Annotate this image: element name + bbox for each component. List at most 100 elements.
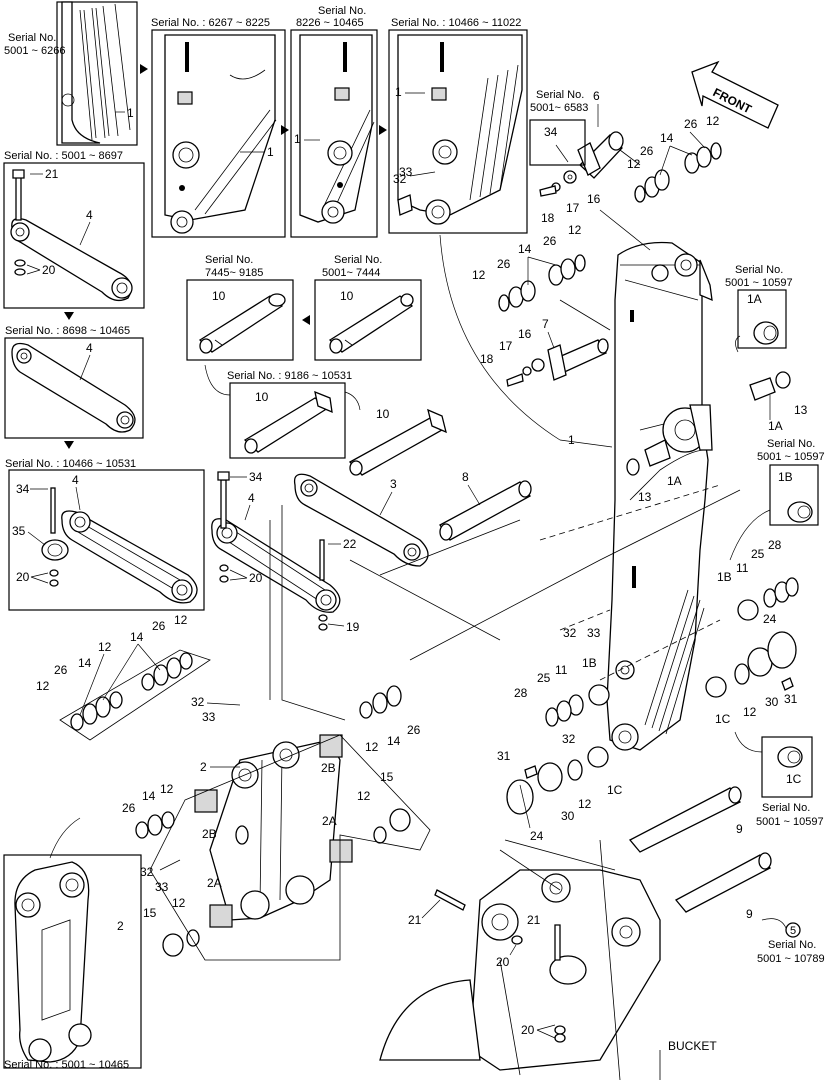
- callout-26: 26: [122, 801, 136, 815]
- callout-10: 10: [376, 407, 390, 421]
- callout-12: 12: [472, 268, 486, 282]
- callout-32: 32: [393, 172, 407, 186]
- callout-11: 11: [736, 561, 749, 575]
- callout-10: 10: [255, 390, 269, 404]
- callout-1a: 1A: [667, 474, 682, 488]
- serial-5001-7444-line1: Serial No.: [334, 254, 382, 266]
- callout-26: 26: [497, 257, 511, 271]
- callout-14: 14: [660, 131, 674, 145]
- callout-28: 28: [514, 686, 528, 700]
- serial-5001-10789-line2: 5001 ~ 10789: [757, 953, 825, 965]
- inset-boom-6267-8225: [151, 29, 286, 238]
- serial-5001-10465: Serial No. : 5001 ~ 10465: [4, 1059, 129, 1071]
- callout-26: 26: [684, 117, 698, 131]
- callout-33: 33: [202, 710, 216, 724]
- callout-1b: 1B: [778, 470, 793, 484]
- callout-13: 13: [794, 403, 808, 417]
- inset-boom-8226-10465: [290, 29, 378, 238]
- arrow-down-1: [64, 312, 74, 320]
- callout-14: 14: [78, 656, 92, 670]
- callout-21: 21: [408, 913, 422, 927]
- callout-14: 14: [518, 242, 532, 256]
- bucket-group: [379, 786, 772, 1080]
- washer-stack-upper-mid: [498, 254, 586, 312]
- callout-1c: 1C: [786, 772, 802, 786]
- callout-20: 20: [16, 570, 30, 584]
- callout-3: 3: [390, 477, 397, 491]
- callout-1: 1: [267, 145, 274, 159]
- callout-12: 12: [365, 740, 379, 754]
- callout-12: 12: [160, 782, 174, 796]
- callout-15: 15: [143, 906, 157, 920]
- bushing-1c-group: [506, 631, 813, 815]
- arrow-right-2: [281, 125, 289, 135]
- callout-2b: 2B: [202, 827, 217, 841]
- callout-34: 34: [249, 470, 263, 484]
- callout-32: 32: [191, 695, 205, 709]
- callout-2: 2: [200, 760, 207, 774]
- washer-stack-top-right: [634, 142, 722, 203]
- callout-31: 31: [784, 692, 798, 706]
- washer-stack-center-right: [359, 685, 402, 719]
- callout-25: 25: [537, 671, 551, 685]
- callout-1c: 1C: [715, 712, 731, 726]
- callout-16: 16: [518, 327, 532, 341]
- callout-2b: 2B: [321, 761, 336, 775]
- callout-14: 14: [387, 734, 401, 748]
- callout-8: 8: [462, 470, 469, 484]
- callout-26: 26: [152, 619, 166, 633]
- callout-2a: 2A: [207, 876, 222, 890]
- callout-12: 12: [98, 640, 112, 654]
- serial-7445-9185-line1: Serial No.: [205, 254, 253, 266]
- ref-circle: [785, 922, 801, 938]
- callout-4: 4: [248, 491, 255, 505]
- inset-link-8698-10465: [4, 337, 144, 439]
- callout-14: 14: [142, 789, 156, 803]
- callout-18: 18: [541, 211, 555, 225]
- serial-5001-6583-line1: Serial No.: [536, 89, 584, 101]
- callout-12: 12: [36, 679, 50, 693]
- arrow-down-2: [64, 441, 74, 449]
- callout-31: 31: [497, 749, 511, 763]
- serial-5001-10789-line1: Serial No.: [768, 939, 816, 951]
- callout-32: 32: [563, 626, 577, 640]
- callout-22: 22: [343, 537, 357, 551]
- callout-1b: 1B: [582, 656, 597, 670]
- callout-12: 12: [174, 613, 188, 627]
- callout-33: 33: [155, 880, 169, 894]
- callout-19: 19: [346, 620, 360, 634]
- serial-8226-10465-line2: 8226 ~ 10465: [296, 17, 364, 29]
- serial-1c-line1: Serial No.: [762, 802, 810, 814]
- link-3-center: [293, 473, 429, 567]
- callout-26: 26: [407, 723, 421, 737]
- callout-26: 26: [54, 663, 68, 677]
- pin-10-center: [348, 408, 447, 476]
- callout-4: 4: [86, 208, 93, 222]
- serial-1b-line2: 5001 ~ 10597: [757, 451, 825, 463]
- serial-1c-line2: 5001 ~ 10597: [756, 816, 824, 828]
- pin-6-group: [529, 119, 624, 197]
- serial-7445-9185-line2: 7445~ 9185: [205, 267, 263, 279]
- callout-15: 15: [380, 770, 394, 784]
- callout-4: 4: [72, 473, 79, 487]
- callout-17: 17: [499, 339, 513, 353]
- inset-pin-5001-7444: [314, 279, 422, 361]
- inset-link-10466-10531: [8, 469, 205, 611]
- callout-20: 20: [521, 1023, 535, 1037]
- callout-30: 30: [765, 695, 779, 709]
- callout-4: 4: [86, 341, 93, 355]
- pin-8-center: [439, 480, 532, 541]
- front-arrow: FRONT: [691, 60, 779, 129]
- callout-10: 10: [212, 289, 226, 303]
- callout-1c: 1C: [607, 783, 623, 797]
- washer-stack-left-lower: [135, 811, 175, 839]
- serial-1a-line1: Serial No.: [735, 264, 783, 276]
- callout-1: 1: [294, 132, 301, 146]
- serial-1b-line1: Serial No.: [767, 438, 815, 450]
- callout-6: 6: [593, 89, 600, 103]
- callout-32: 32: [140, 865, 154, 879]
- callout-20: 20: [249, 571, 263, 585]
- callout-20: 20: [496, 955, 510, 969]
- callout-1b: 1B: [717, 570, 732, 584]
